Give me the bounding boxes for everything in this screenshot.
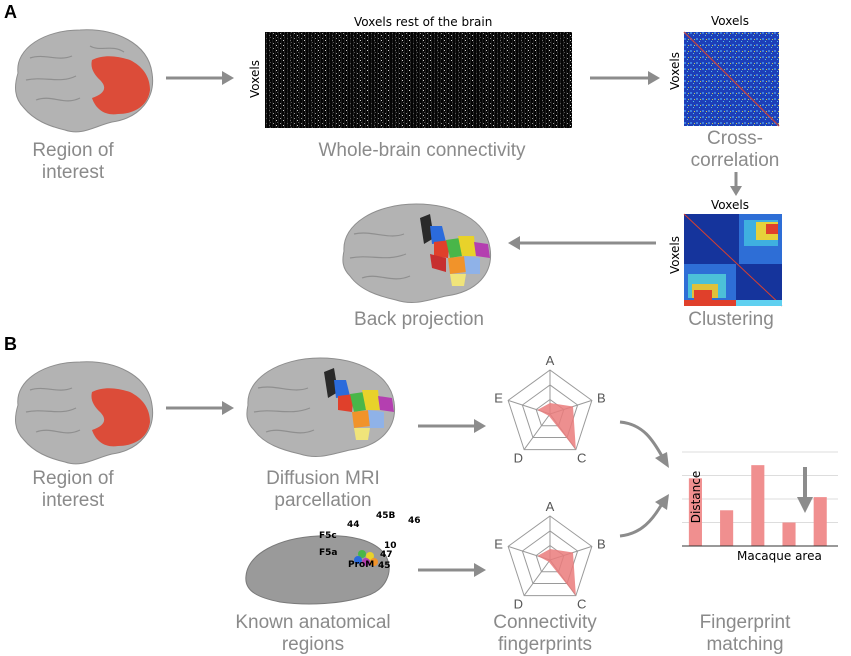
radar-upper-ring-0: [507, 369, 593, 451]
radar-upper-label-e: E: [494, 390, 503, 405]
clustering-matrix: [683, 213, 783, 307]
highlight-arrow: [797, 467, 813, 513]
wb-label: Whole-brain connectivity: [318, 140, 526, 161]
macaque-label-45b: 45B: [376, 511, 396, 521]
radar-upper-label-d: D: [514, 451, 523, 466]
wb-matrix-title: Voxels rest of the brain: [354, 15, 493, 29]
radar-lower-ring-1: [521, 530, 579, 584]
roi-label-a: Region of interest: [32, 140, 114, 183]
macaque-label-46: 46: [408, 516, 421, 526]
distance-bar-chart: [682, 451, 838, 547]
bar-xlabel: Macaque area: [737, 549, 822, 563]
macaque-label-10: 10: [384, 541, 397, 551]
radar-lower-label-b: B: [597, 536, 606, 551]
bar-3: [782, 522, 796, 546]
radar-lower-label-c: C: [577, 597, 586, 612]
panel-b-letter: B: [4, 334, 17, 354]
arrow-back: [508, 236, 656, 250]
dmri-label: Diffusion MRI parcellation: [266, 468, 380, 511]
bar-4: [813, 497, 827, 546]
brain-macaque: [245, 535, 390, 605]
arrow-a1: [166, 71, 234, 85]
brain-roi-b: [15, 361, 154, 465]
cc-label: Cross-correlation: [690, 128, 780, 171]
radar-lower-label-d: D: [514, 597, 523, 612]
brain-back-projection: [342, 203, 492, 303]
macaque-label-47: 47: [380, 550, 393, 560]
wb-connectivity-matrix: [265, 32, 572, 128]
radar-upper-ring-1: [521, 384, 579, 438]
roi-label-b: Region of interest: [32, 468, 114, 511]
macaque-label-prom: ProM: [348, 560, 375, 570]
radar-chart-upper: A B C D E: [494, 353, 606, 466]
cross-correlation-matrix: [683, 31, 780, 127]
bp-label: Back projection: [354, 309, 484, 330]
radar-upper-shape: [537, 403, 576, 450]
radar-lower-label-e: E: [494, 536, 503, 551]
radar-lower-spoke-3: [523, 559, 551, 596]
cl-label: Clustering: [688, 309, 774, 330]
radar-lower-label-a: A: [546, 499, 555, 514]
panel-a-letter: A: [4, 2, 17, 22]
radar-lower-shape: [537, 549, 576, 596]
cc-title: Voxels: [711, 14, 749, 28]
macaque-label-44: 44: [347, 520, 360, 530]
bar-2: [751, 465, 765, 546]
arrow-b1: [166, 401, 234, 415]
cl-axis: Voxels: [668, 236, 682, 274]
bar-ylabel: Distance: [689, 470, 703, 524]
match-label: Fingerprint matching: [699, 612, 791, 655]
conn-label: Connectivity fingerprints: [493, 612, 597, 655]
radar-upper-spoke-3: [523, 413, 551, 450]
known-label: Known anatomical regions: [235, 612, 391, 655]
radar-upper-label-b: B: [597, 390, 606, 405]
arrow-b3: [418, 563, 486, 577]
radar-lower-ring-0: [507, 515, 593, 597]
cl-title: Voxels: [711, 198, 749, 212]
wb-matrix-axis: Voxels: [248, 60, 262, 98]
radar-upper-label-c: C: [577, 451, 586, 466]
bar-1: [720, 510, 734, 546]
arrow-down: [730, 172, 742, 196]
bar-0: [688, 478, 702, 546]
macaque-label-f5a: F5a: [319, 548, 338, 558]
curved-arrows: [619, 420, 669, 538]
macaque-label-45: 45: [378, 561, 391, 571]
arrow-b2: [418, 419, 486, 433]
brain-roi-a: [15, 29, 154, 133]
radar-chart-lower: A B C D E: [494, 499, 606, 612]
arrow-a2: [590, 71, 660, 85]
macaque-label-f5c: F5c: [319, 531, 337, 541]
brain-diffusion-mri: [246, 357, 396, 457]
cc-axis: Voxels: [668, 52, 682, 90]
radar-upper-label-a: A: [546, 353, 555, 368]
